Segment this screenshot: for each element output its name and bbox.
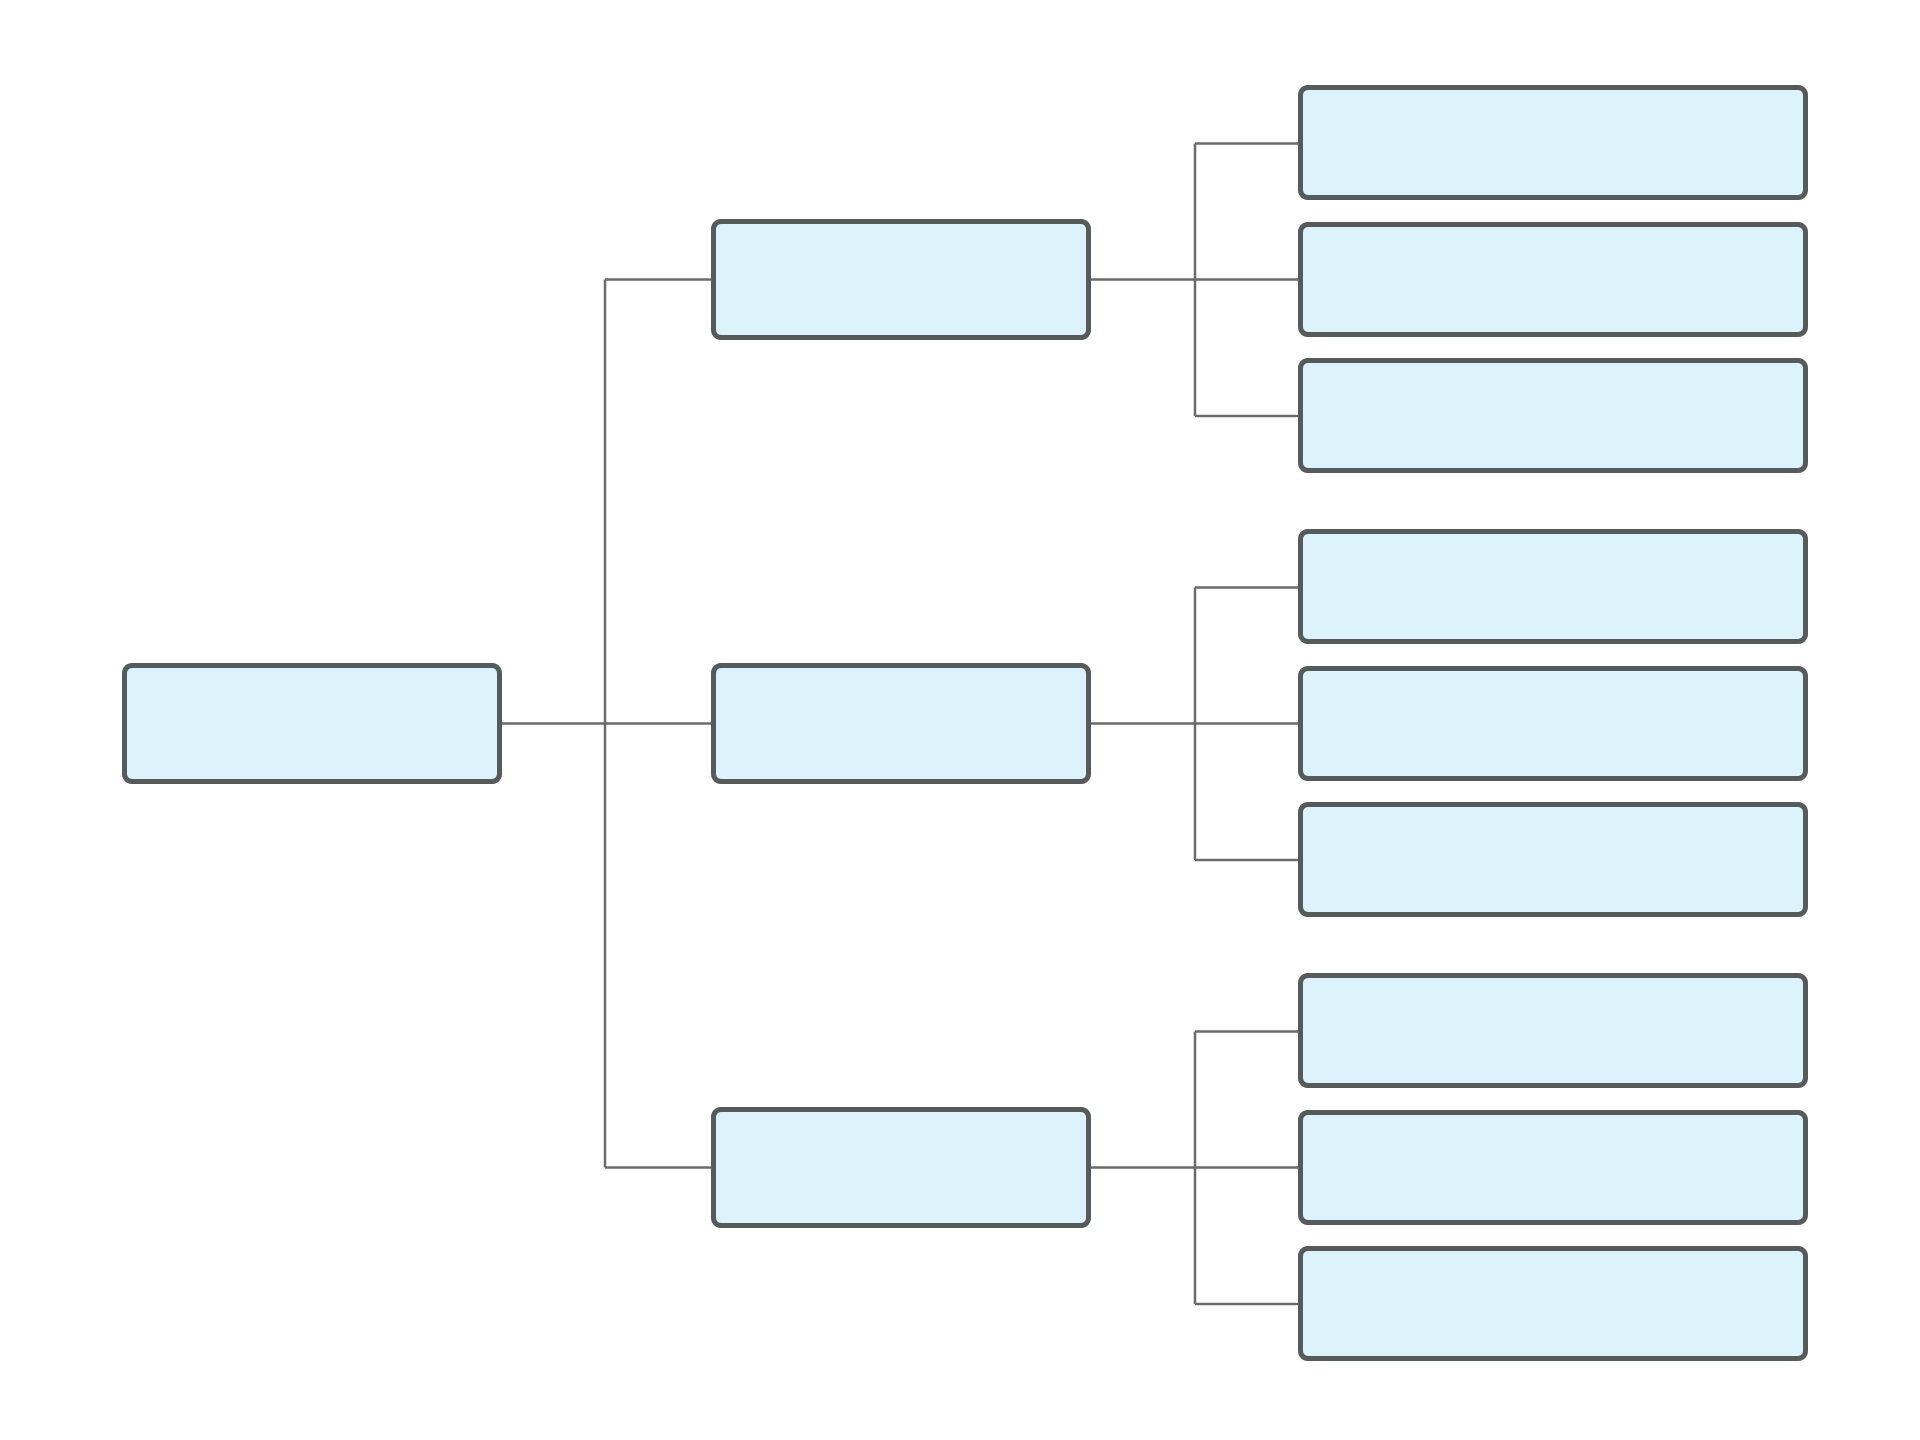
level2-node[interactable] — [1298, 222, 1808, 337]
connector-l1-2 — [1091, 1030, 1298, 1306]
level1-node[interactable] — [711, 663, 1091, 784]
level2-node[interactable] — [1298, 358, 1808, 473]
level2-node[interactable] — [1298, 85, 1808, 200]
level2-node[interactable] — [1298, 1246, 1808, 1361]
level1-node[interactable] — [711, 219, 1091, 340]
level2-node[interactable] — [1298, 529, 1808, 644]
level2-node[interactable] — [1298, 666, 1808, 781]
connector-l1-1 — [1091, 586, 1298, 862]
connector-root — [502, 278, 711, 1169]
root-node[interactable] — [122, 663, 502, 784]
connector-l1-0 — [1091, 142, 1298, 418]
level2-node[interactable] — [1298, 802, 1808, 917]
level2-node[interactable] — [1298, 973, 1808, 1088]
level2-node[interactable] — [1298, 1110, 1808, 1225]
level1-node[interactable] — [711, 1107, 1091, 1228]
